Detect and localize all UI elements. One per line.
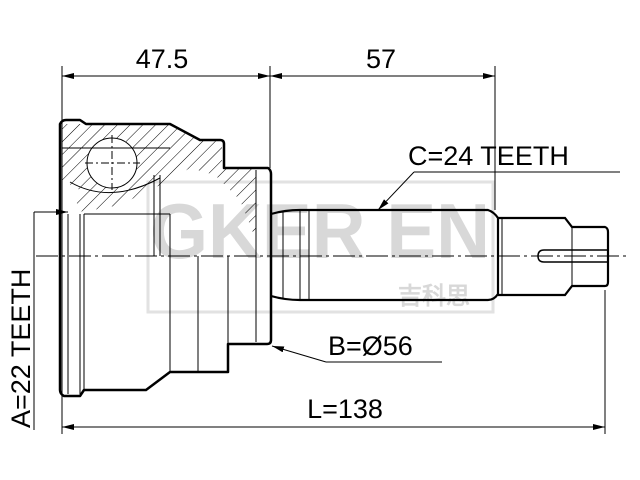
outer-spline-leader — [377, 171, 620, 211]
inner-spline-leader — [33, 209, 68, 430]
watermark-chinese: 吉科思 — [398, 283, 470, 310]
extension-lines — [61, 66, 606, 434]
watermark-text: GKER EN — [150, 187, 490, 275]
seal-diameter-label: B=Ø56 — [328, 331, 413, 361]
dim-housing-length: 47.5 — [136, 44, 189, 74]
dim-total-length: L=138 — [307, 394, 383, 424]
seal-diameter-leader — [271, 345, 442, 363]
outer-spline-label: C=24 TEETH — [408, 141, 569, 171]
shaft-outline — [270, 208, 500, 302]
threaded-end — [498, 216, 610, 297]
shaft-detail-lines — [282, 210, 503, 300]
watermark: GKER EN 吉科思 — [146, 180, 495, 314]
housing-outline — [58, 118, 273, 398]
inner-spline-label: A=22 TEETH — [6, 269, 36, 428]
keyway-slot — [537, 249, 608, 263]
dim-shaft-length: 57 — [366, 44, 396, 74]
housing-detail-lines — [62, 147, 257, 394]
